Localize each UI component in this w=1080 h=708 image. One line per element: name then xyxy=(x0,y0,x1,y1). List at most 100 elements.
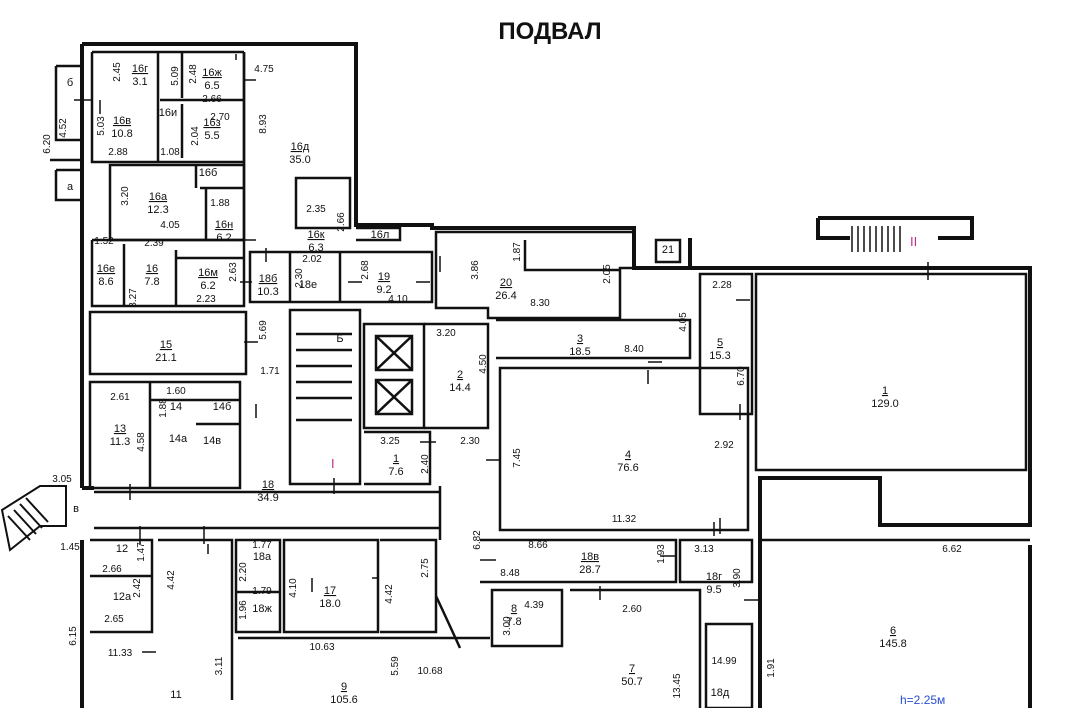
entrance-v-stairs xyxy=(0,485,67,552)
dimension-label: 1.87 xyxy=(512,242,523,262)
dimension-label: 2.75 xyxy=(420,558,431,578)
dimension-label: 2.30 xyxy=(294,268,305,288)
dimension-label: 2.63 xyxy=(228,262,239,282)
room-label: 18а xyxy=(253,551,272,563)
dimension-label: 10.68 xyxy=(417,666,442,677)
room-label: б xyxy=(67,77,73,89)
dimension-label: 8.48 xyxy=(500,568,520,579)
dimension-label: 2.40 xyxy=(420,454,431,474)
dimension-label: 2.35 xyxy=(306,204,326,215)
dimension-label: 3.13 xyxy=(694,544,714,555)
room-label: 11 xyxy=(170,689,181,701)
room-label: 16и xyxy=(159,107,177,119)
dimension-label: 3.05 xyxy=(52,474,72,485)
room-label: 16л xyxy=(371,229,390,241)
dimension-label: 11.33 xyxy=(108,648,133,659)
dimension-label: 3.11 xyxy=(214,656,225,675)
dimension-label: 4.42 xyxy=(166,570,177,590)
dimension-label: 1.08 xyxy=(160,147,180,158)
dimension-label: 2.23 xyxy=(196,294,216,305)
dimension-label: 4.10 xyxy=(288,578,299,598)
dimension-label: 1.88 xyxy=(158,398,169,418)
dimension-label: 5.09 xyxy=(170,66,181,86)
room-label: 18е xyxy=(299,279,317,291)
dimension-label: 1.88 xyxy=(210,198,230,209)
dimension-label: 2.60 xyxy=(622,604,642,615)
dimension-label: 2.42 xyxy=(132,578,143,598)
room-label: 12а xyxy=(113,591,132,603)
dimension-label: 5.03 xyxy=(96,116,107,136)
entrance-mark-1: I xyxy=(331,456,335,471)
room-label: 14а xyxy=(169,433,188,445)
room-label: 12 xyxy=(116,543,128,555)
dimension-label: 1.60 xyxy=(166,386,186,397)
dimension-label: 6.20 xyxy=(42,134,53,154)
floor-title: ПОДВАЛ xyxy=(498,18,602,45)
room-label: в xyxy=(73,503,79,515)
ceiling-height-note: h=2.25м xyxy=(900,693,945,707)
room-label: 18д xyxy=(711,687,730,699)
dimension-label: 1.52 xyxy=(94,236,114,247)
dimension-label: 2.28 xyxy=(712,280,732,291)
dimension-label: 5.69 xyxy=(258,320,269,340)
dimension-label: 1.91 xyxy=(766,658,777,678)
dimension-label: 2.66 xyxy=(336,212,347,232)
dimension-label: 8.93 xyxy=(258,114,269,134)
dimension-label: 1.71 xyxy=(260,366,280,377)
room-label: 21 xyxy=(662,244,674,256)
exterior-walls xyxy=(80,42,1032,708)
dimension-label: 2.66 xyxy=(202,94,222,105)
dimension-label: 6.82 xyxy=(472,530,483,550)
dimension-label: 3.20 xyxy=(120,186,131,206)
dimension-label: 2.48 xyxy=(188,64,199,84)
dimension-label: 8.66 xyxy=(528,540,548,551)
interior-walls xyxy=(50,50,1030,708)
room-label: 14в xyxy=(203,435,221,447)
entrance-mark-2: II xyxy=(910,234,917,249)
dimension-label: 2.05 xyxy=(602,264,613,284)
dimension-label: 5.59 xyxy=(390,656,401,676)
dimension-label: 1.45 xyxy=(60,542,80,553)
dimension-label: 2.61 xyxy=(110,392,130,403)
dimension-label: 6.70 xyxy=(736,366,747,386)
dimension-label: 4.52 xyxy=(58,118,69,138)
room-label: Б xyxy=(336,333,343,345)
dimension-label: 6.62 xyxy=(942,544,962,555)
room-label: 14 xyxy=(170,401,182,413)
dimension-label: 2.66 xyxy=(102,564,122,575)
dimension-label: 2.20 xyxy=(238,562,249,582)
dimension-label: 4.58 xyxy=(136,432,147,452)
dimension-label: 3.90 xyxy=(732,568,743,588)
dimension-label: 10.63 xyxy=(309,642,334,653)
dimension-label: 8.40 xyxy=(624,344,644,355)
dimension-label: 2.39 xyxy=(144,238,164,249)
dimension-label: 1.96 xyxy=(238,600,249,620)
room-label: 18ж xyxy=(252,603,272,615)
dimension-label: 2.30 xyxy=(460,436,480,447)
dimension-label: 13.45 xyxy=(672,673,683,698)
dimension-label: 14.99 xyxy=(711,656,736,667)
dimension-label: 1.77 xyxy=(252,540,272,551)
